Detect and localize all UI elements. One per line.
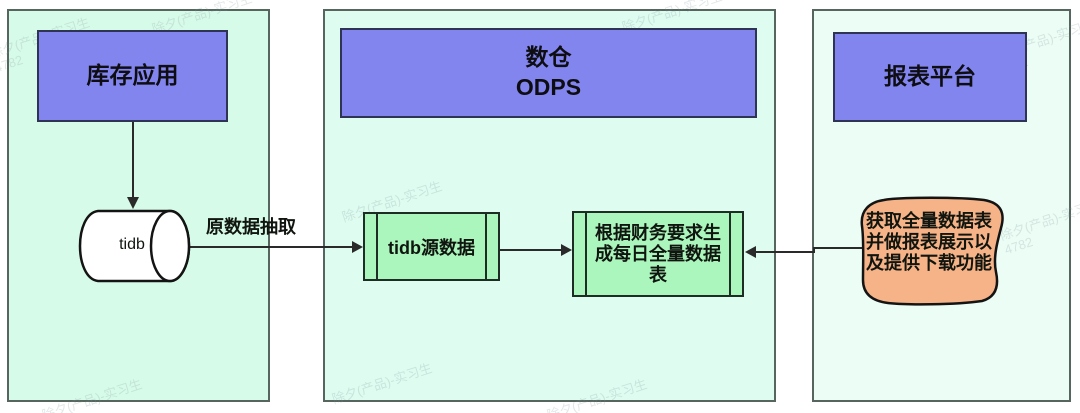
header-report-label: 报表平台 [884, 63, 976, 90]
header-inventory-app: 库存应用 [37, 30, 228, 122]
header-warehouse-line2: ODPS [515, 74, 582, 100]
subroutine-left-bar [585, 213, 587, 295]
node-daily-table-label: 根据财务要求生成每日全量数据表 [595, 222, 721, 285]
header-inventory-label: 库存应用 [86, 62, 179, 89]
subroutine-right-bar [729, 213, 731, 295]
header-data-warehouse: 数仓 ODPS [340, 28, 757, 118]
header-report-platform: 报表平台 [833, 32, 1027, 122]
node-tidb-source: tidb源数据 [363, 212, 500, 281]
header-warehouse-line1: 数仓 [525, 44, 572, 71]
edge-extract-label: 原数据抽取 [206, 217, 296, 237]
subroutine-right-bar [485, 214, 487, 279]
subroutine-left-bar [376, 214, 378, 279]
node-tidb-source-label: tidb源数据 [388, 237, 475, 258]
node-report-doc-label: 获取全量数据表并做报表展示以及提供下载功能 [866, 211, 992, 273]
node-tidb-label: tidb [119, 236, 145, 253]
node-daily-table: 根据财务要求生成每日全量数据表 [572, 211, 744, 297]
